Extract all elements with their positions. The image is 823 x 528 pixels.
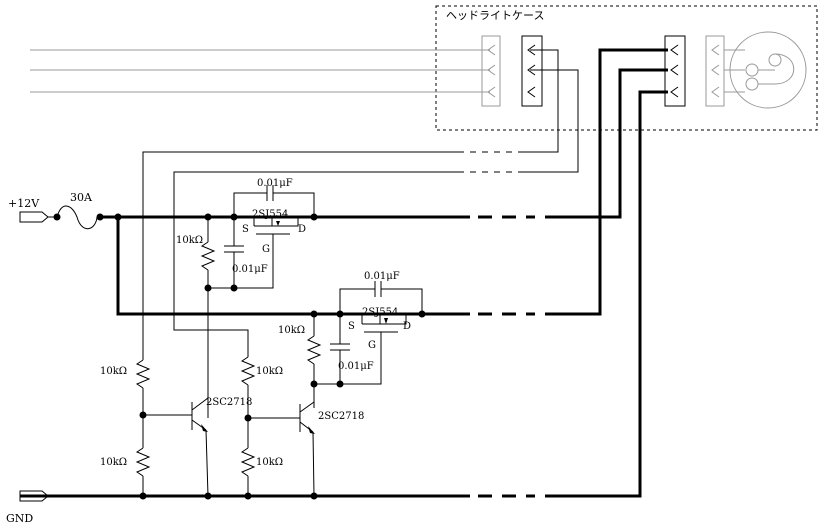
- headlight-case-label: ヘッドライトケース: [446, 9, 544, 22]
- resistor-1-label: 10kΩ: [176, 235, 203, 246]
- ground-label: GND: [6, 512, 33, 525]
- resistor-3-label: 10kΩ: [100, 366, 127, 377]
- supply-input: +12V 30A: [8, 191, 104, 230]
- mosfet-2-source: S: [348, 321, 355, 332]
- supply-label: +12V: [8, 197, 40, 210]
- mosfet-2-part: 2SJ554: [362, 307, 398, 318]
- resistor-6-label: 10kΩ: [256, 457, 283, 468]
- ground-input: GND: [6, 490, 49, 525]
- fuse-label: 30A: [70, 191, 93, 204]
- fuse-icon: [56, 205, 98, 230]
- headlight-case: ヘッドライトケース: [30, 5, 818, 131]
- control-wires: [142, 49, 579, 357]
- existing-harness: [30, 35, 745, 107]
- headlight-bulb-icon: [729, 31, 807, 109]
- transistor-stage-1: 10kΩ 2SC2718 10kΩ: [100, 357, 252, 500]
- mosfet-2-gate: G: [368, 340, 376, 351]
- mosfet-1-drain: D: [298, 224, 306, 235]
- power-lines: [20, 48, 668, 498]
- resistor-4-label: 10kΩ: [100, 457, 127, 468]
- mosfet-1-gate: G: [262, 244, 270, 255]
- mosfet-1-source: S: [242, 224, 249, 235]
- mosfet-2-symbol: [340, 313, 407, 338]
- capacitor-2-label: 0.01μF: [232, 264, 268, 275]
- resistor-2-label: 10kΩ: [278, 325, 305, 336]
- transistor-1-part: 2SC2718: [206, 397, 252, 408]
- capacitor-1-label: 0.01μF: [257, 178, 293, 189]
- capacitor-4-label: 0.01μF: [338, 361, 374, 372]
- resistor-5-label: 10kΩ: [256, 366, 283, 377]
- mosfet-stage-2: 0.01μF 2SJ554 S D G 0.01μF 10kΩ: [278, 271, 426, 408]
- transistor-stage-2: 10kΩ 2SC2718 10kΩ: [240, 356, 364, 500]
- mosfet-stage-1: 0.01μF 2SJ554 S D G 0.01μF 10kΩ: [114, 178, 318, 418]
- transistor-2-symbol: [299, 401, 315, 434]
- mosfet-2-drain: D: [403, 321, 411, 332]
- mosfet-1-symbol: [234, 216, 299, 240]
- capacitor-3-label: 0.01μF: [364, 271, 400, 282]
- mosfet-1-part: 2SJ554: [252, 209, 288, 220]
- input-connector: [521, 35, 543, 107]
- transistor-2-part: 2SC2718: [318, 411, 364, 422]
